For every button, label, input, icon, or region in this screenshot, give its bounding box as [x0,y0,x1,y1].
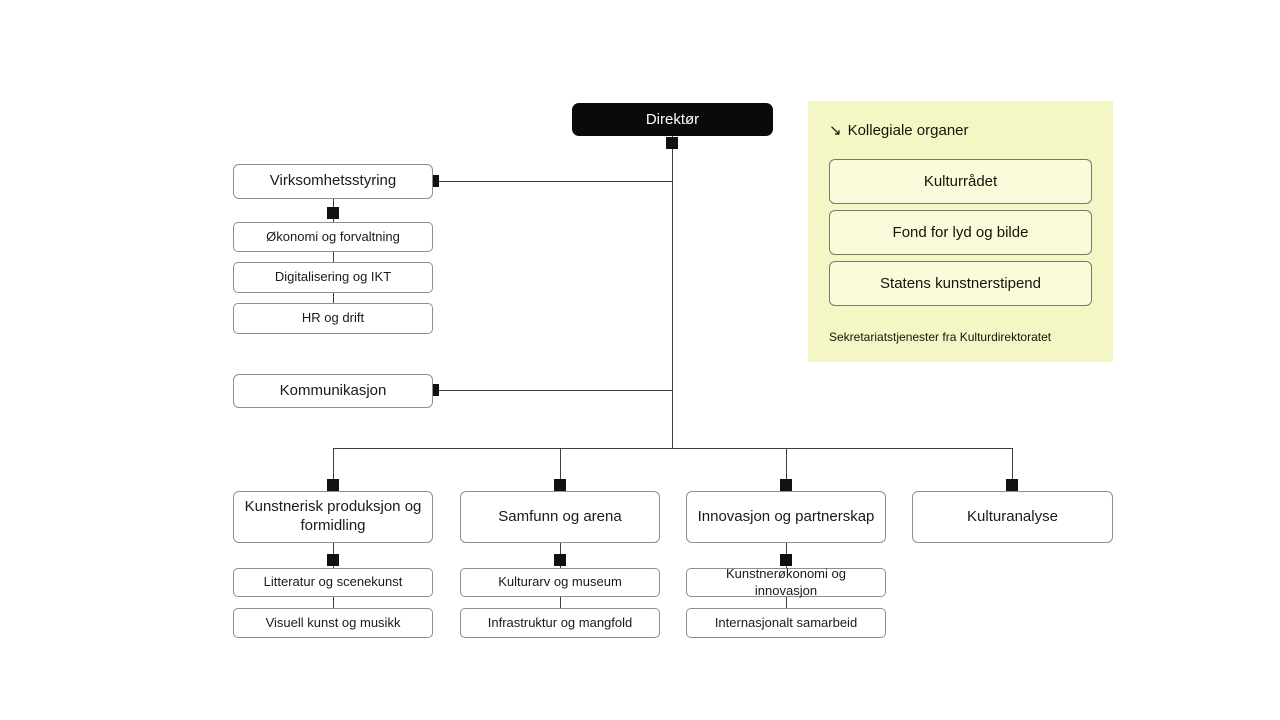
dept3-sub-line-2 [786,597,787,608]
connector-square-root [666,137,678,149]
trunk-line [672,136,673,448]
dept2-drop-line [560,448,561,491]
org-node-innovasjon-og-partnerskap: Innovasjon og partnerskap [686,491,886,543]
panel-item-statens-kunstnerstipend: Statens kunstnerstipend [829,261,1092,306]
kommunikasjon-branch-line [433,390,672,391]
connector-square-admin-children [327,207,339,219]
org-node-kulturarv-og-museum: Kulturarv og museum [460,568,660,597]
dept4-drop-line [1012,448,1013,491]
virksomhetsstyring-branch-line [433,181,672,182]
org-node-direktor: Direktør [572,103,773,136]
connector-square-dept3-sub [780,554,792,566]
org-node-litteratur-og-scenekunst: Litteratur og scenekunst [233,568,433,597]
org-node-kommunikasjon: Kommunikasjon [233,374,433,408]
connector-square-dept1 [327,479,339,491]
org-node-kunstnerokonomi-og-innovasjon: Kunstnerøkonomi og innovasjon [686,566,886,598]
org-node-internasjonalt-samarbeid: Internasjonalt samarbeid [686,608,886,638]
org-node-virksomhetsstyring: Virksomhetsstyring [233,164,433,199]
org-node-infrastruktur-og-mangfold: Infrastruktur og mangfold [460,608,660,638]
distribution-line [333,448,1013,449]
dept1-sub-line-2 [333,597,334,608]
dept3-drop-line [786,448,787,491]
org-node-samfunn-og-arena: Samfunn og arena [460,491,660,543]
connector-square-dept2 [554,479,566,491]
kollegiale-organer-title: ↘ Kollegiale organer [829,121,969,140]
connector-square-dept1-sub [327,554,339,566]
admin-child-line-3 [333,293,334,303]
org-node-hr-og-drift: HR og drift [233,303,433,334]
panel-footnote: Sekretariatstjenester fra Kulturdirektor… [829,330,1052,344]
org-node-digitalisering-og-ikt: Digitalisering og IKT [233,262,433,293]
dept1-drop-line [333,448,334,491]
connector-square-dept2-sub [554,554,566,566]
kollegiale-organer-panel: ↘ Kollegiale organer Kulturrådet Fond fo… [808,101,1113,362]
panel-item-fond-for-lyd-og-bilde: Fond for lyd og bilde [829,210,1092,255]
kollegiale-organer-title-text: Kollegiale organer [847,121,969,139]
dept2-sub-line-2 [560,597,561,608]
org-node-kunstnerisk-produksjon: Kunstnerisk produksjon og formidling [233,491,433,543]
org-node-visuell-kunst-og-musikk: Visuell kunst og musikk [233,608,433,638]
org-node-okonomi-og-forvaltning: Økonomi og forvaltning [233,222,433,252]
admin-child-line-2 [333,252,334,262]
arrow-southeast-icon: ↘ [829,122,842,139]
connector-square-dept4 [1006,479,1018,491]
org-node-kulturanalyse: Kulturanalyse [912,491,1113,543]
panel-item-kulturradet: Kulturrådet [829,159,1092,204]
connector-square-dept3 [780,479,792,491]
